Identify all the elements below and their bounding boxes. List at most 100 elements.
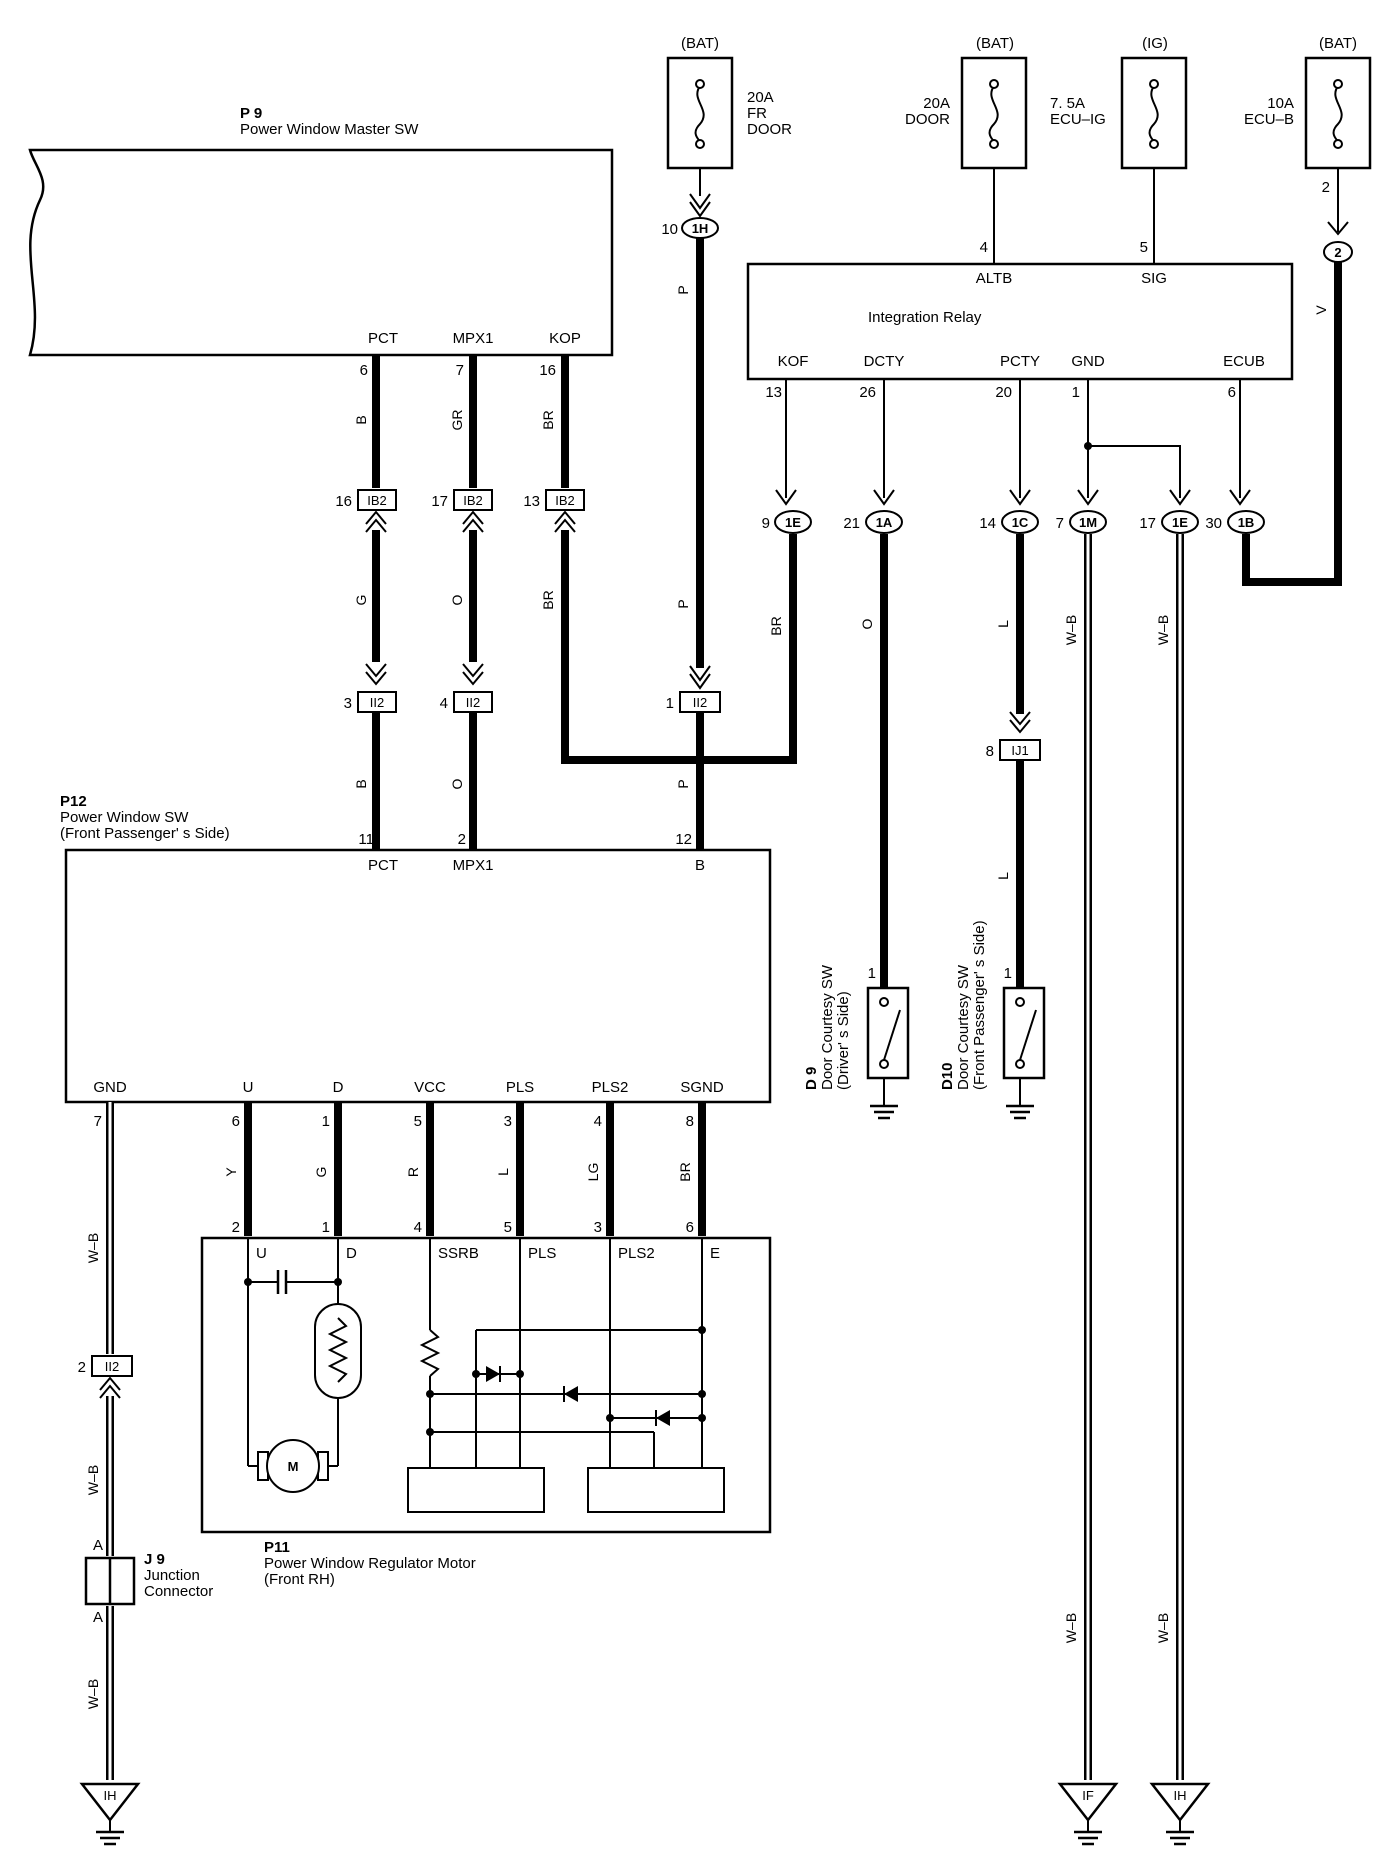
pin-number: 2 [1322,179,1330,196]
pin-number: 2 [232,1219,240,1236]
fuse-fr-door: (BAT) 20A FR DOOR [666,35,792,170]
wire-color-label: L [995,872,1011,880]
pin-number: 6 [1228,384,1236,401]
pin-number: 17 [431,493,448,510]
pin-name: ALTB [976,270,1012,287]
component-subtitle: (Driver' s Side) [835,991,852,1090]
component-code: P12 [60,793,87,810]
connector-id: II2 [466,695,480,710]
wire-ecub: 1B 30 [1205,379,1265,534]
hall-sensor-block [587,1467,725,1513]
wire-color-label: W–B [1063,615,1079,645]
pin-name: GND [1071,353,1105,370]
pin-number: 14 [979,515,996,532]
zener-diode-icon [656,1410,670,1426]
pin-number: 3 [504,1113,512,1130]
motor-internal-circuit: M [244,1238,725,1513]
wire-color-label: O [449,778,465,789]
wire-color-label: G [313,1167,329,1178]
wire-color-label: O [449,594,465,605]
fuse-source-label: (BAT) [681,35,719,52]
wire-mpx1: GR IB2 17 O II2 4 O [431,355,493,850]
pin-number: 5 [1140,239,1148,256]
wire-color-label: W–B [85,1679,101,1709]
d9-door-courtesy-switch: 1 D 9 Door Courtesy SW (Driver' s Side) [803,964,910,1120]
wire-color-label: W–B [85,1233,101,1263]
fuse-name: DOOR [905,111,950,128]
fuse-ecu-ig: (IG) 7. 5A ECU–IG [1050,35,1188,170]
pin-name: D [346,1245,357,1262]
component-code: P 9 [240,105,262,122]
pin-name: D [333,1079,344,1096]
fuse-name: ECU–B [1244,111,1294,128]
wire-kof: 1E 9 [762,379,812,534]
pin-number: 4 [414,1219,422,1236]
wire-kop: BR IB2 13 BR BR [523,355,797,764]
pin-number: 1 [322,1219,330,1236]
component-name: Integration Relay [868,309,982,326]
pin-number: 6 [232,1113,240,1130]
wire-color-label: W–B [85,1465,101,1495]
fuse-ecu-b: (BAT) 10A ECU–B [1244,35,1372,170]
component-name: Door Courtesy SW [819,964,836,1090]
pin-name: PLS [528,1245,556,1262]
wire-color-label: W–B [1155,615,1171,645]
ground-point-ih-left: IH [79,1782,141,1846]
pin-name: SGND [680,1079,724,1096]
connector-id: II2 [693,695,707,710]
pin-number: 12 [675,831,692,848]
pin-name: DCTY [864,353,905,370]
pin-number: 5 [504,1219,512,1236]
component-subtitle: (Front RH) [264,1571,335,1588]
wire-color-label: P [675,779,691,788]
connector-id: 2 [1334,245,1341,260]
pin-number: 11 [358,831,374,848]
pin-name: VCC [414,1079,446,1096]
connector-id: II2 [370,695,384,710]
fuse-rating: 10A [1267,95,1294,112]
pin-number: 9 [762,515,770,532]
connector-id: 1B [1238,515,1255,530]
d10-door-courtesy-switch: 1 D10 Door Courtesy SW (Front Passenger'… [939,920,1046,1120]
pin-number: 17 [1139,515,1156,532]
pin-name: SSRB [438,1245,479,1262]
zener-diode-icon [486,1366,500,1382]
pin-number: 4 [440,695,448,712]
pin-name: U [243,1079,254,1096]
wire-color-label: L [995,620,1011,628]
wire-color-label: R [405,1167,421,1177]
p11-regulator-motor: 2 1 4 5 3 6 U D SSRB PLS PLS2 E M [200,1219,772,1588]
pin-number: 7 [1056,515,1064,532]
component-name: Junction [144,1567,200,1584]
pin-number: 6 [360,362,368,379]
wire-color-label: B [353,415,369,424]
component-subtitle: (Front Passenger' s Side) [971,920,988,1090]
wire-color-label: L [495,1168,511,1176]
pin-number: 8 [686,1113,694,1130]
fuse-door: (BAT) 20A DOOR [905,35,1028,170]
pin-number: 16 [335,493,352,510]
pin-name: PCTY [1000,353,1040,370]
pin-number: 16 [539,362,556,379]
wire-color-label: GR [449,410,465,431]
fuse-source-label: (BAT) [1319,35,1357,52]
component-code: P11 [264,1539,290,1556]
ground-point-ih-right: IH [1149,1782,1211,1846]
pin-number: 13 [523,493,540,510]
fuse-rating: 20A [747,89,774,106]
pin-name: GND [93,1079,127,1096]
connector-id: IB2 [367,493,387,508]
pin-number: 1 [1004,965,1012,982]
connector-id: 1H [692,221,709,236]
motor-icon [266,1439,320,1493]
fuse-rating: 7. 5A [1050,95,1085,112]
pin-label: A [93,1537,103,1554]
wire-color-label: W–B [1063,1613,1079,1643]
pin-name: KOF [778,353,809,370]
pin-number: 10 [661,221,678,238]
pin-number: 2 [458,831,466,848]
wire-color-label: Y [223,1167,239,1177]
wire-p-fr-door: 1H 10 P P [661,168,719,690]
wire-color-label: B [353,779,369,788]
